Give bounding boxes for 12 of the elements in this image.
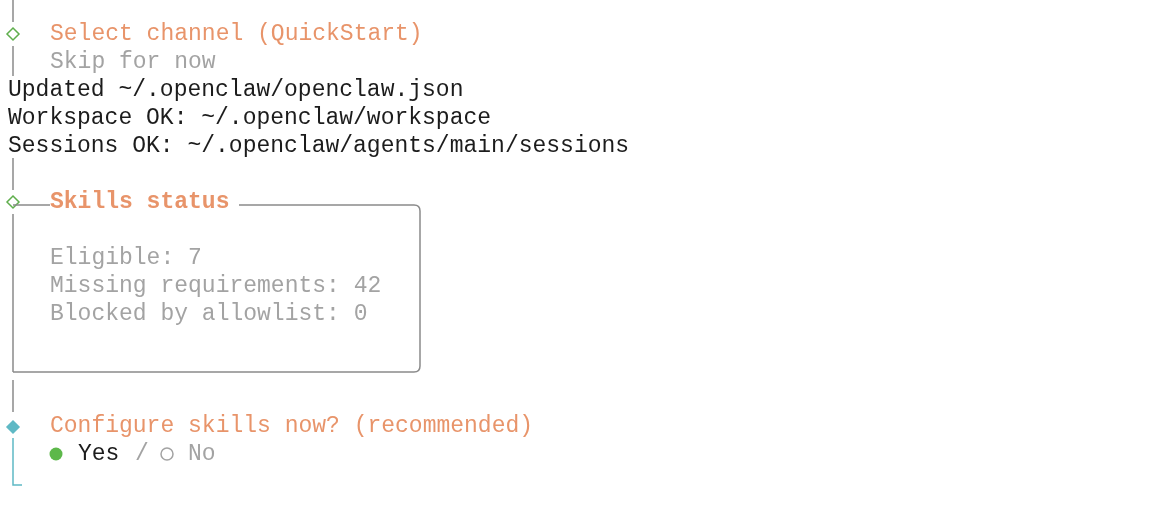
option-heading: Select channel (QuickStart) [50,20,423,48]
panel-text: Missing requirements: 42 [50,272,382,300]
option-text: Yes [78,440,120,468]
prompt-text: Configure skills now? (recommended) [50,412,534,440]
status-line: Workspace OK: ~/.openclaw/workspace [8,104,492,132]
option-text: No [188,440,216,468]
status-line: Updated ~/.openclaw/openclaw.json [8,76,464,104]
panel-text: Blocked by allowlist: 0 [50,300,368,328]
panel-text: Eligible: 7 [50,244,202,272]
status-line: Sessions OK: ~/.openclaw/agents/main/sessions [8,132,630,160]
separator-text: / [135,440,149,468]
option-text: Skip for now [50,48,216,76]
